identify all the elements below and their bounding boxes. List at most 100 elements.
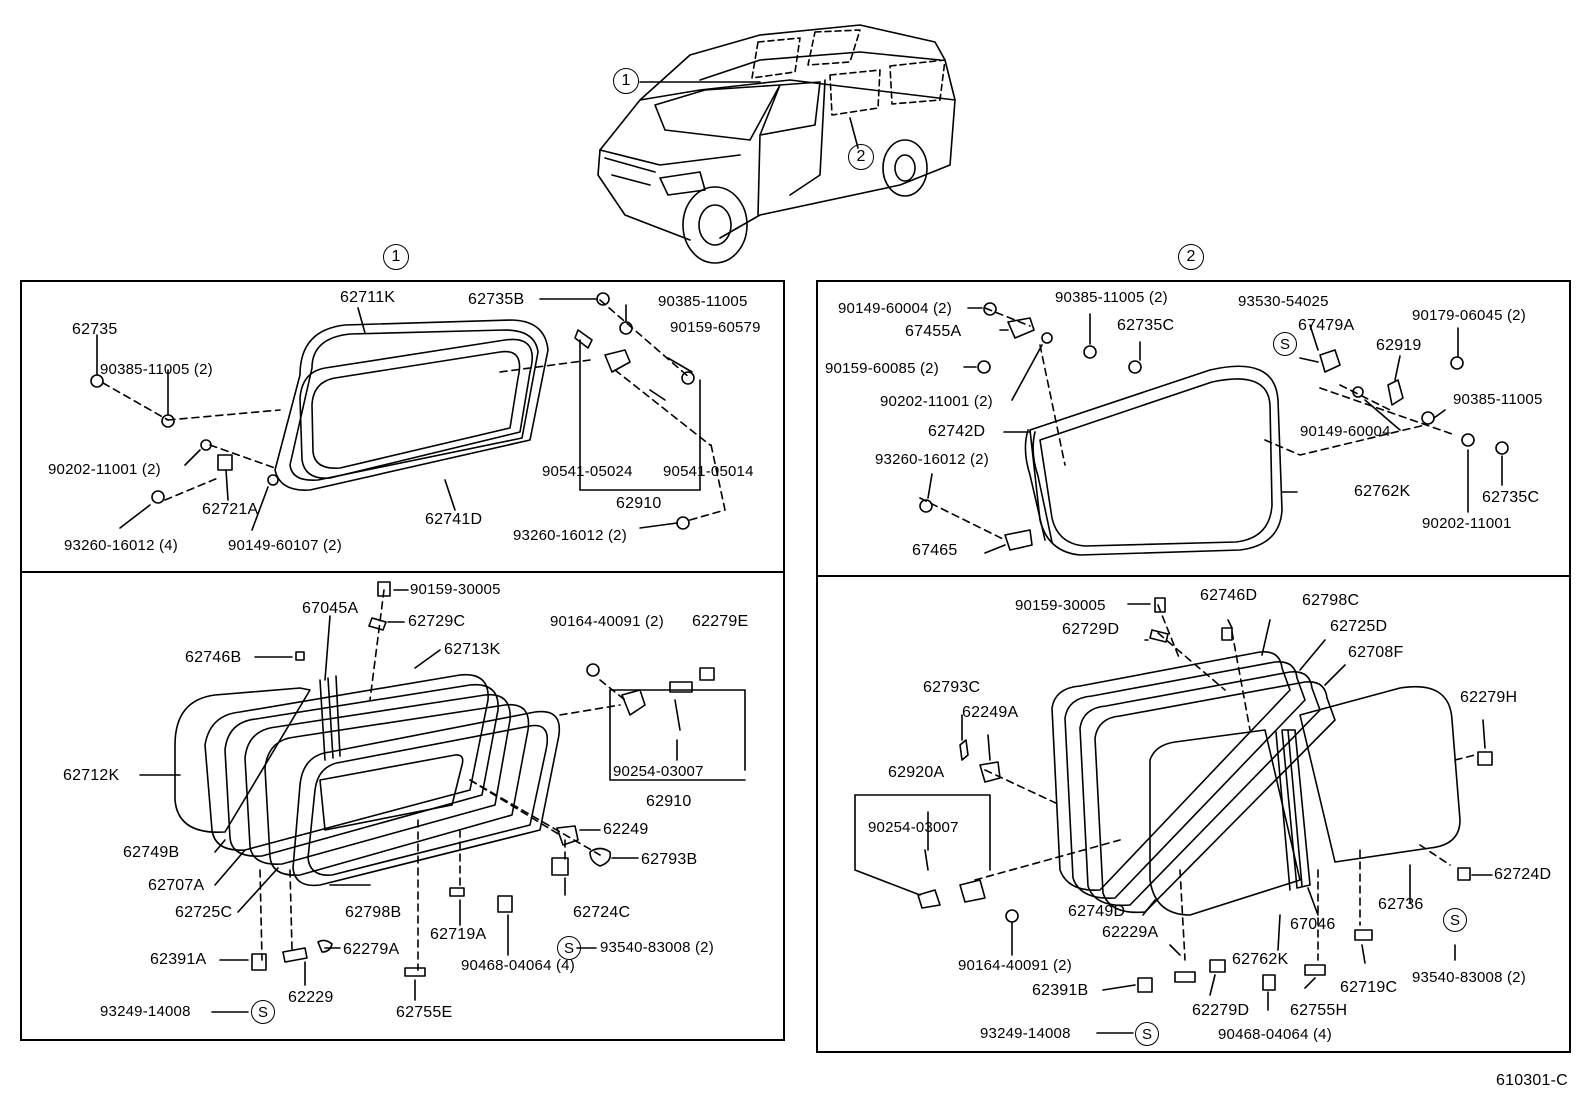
part-62719A[interactable]: 62719A	[430, 926, 487, 943]
part-67465[interactable]: 67465	[912, 542, 958, 559]
part-62279E[interactable]: 62279E	[692, 613, 749, 630]
part-90159-30005-slide[interactable]: 90159-30005	[1015, 597, 1106, 614]
special-symbol-s-93530: S	[1273, 332, 1297, 356]
part-93260-16012-x2[interactable]: 93260-16012 (2)	[513, 527, 627, 544]
part-93540-83008-x2[interactable]: 93540-83008 (2)	[600, 939, 714, 956]
part-62249A[interactable]: 62249A	[962, 704, 1019, 721]
part-62721A[interactable]: 62721A	[202, 501, 259, 518]
panel-slide-glass	[816, 280, 1571, 1053]
part-62729C[interactable]: 62729C	[408, 613, 466, 630]
part-62735C-top[interactable]: 62735C	[1117, 317, 1175, 334]
part-62755H[interactable]: 62755H	[1290, 1002, 1348, 1019]
part-62749D[interactable]: 62749D	[1068, 903, 1126, 920]
part-62707A[interactable]: 62707A	[148, 877, 205, 894]
part-62741D[interactable]: 62741D	[425, 511, 483, 528]
roof-glass-upper-art	[90, 292, 726, 531]
part-62746B[interactable]: 62746B	[185, 649, 242, 666]
part-62736[interactable]: 62736	[1378, 896, 1424, 913]
part-90159-60085-x2[interactable]: 90159-60085 (2)	[825, 360, 939, 377]
slide-glass-lower-art	[854, 597, 1493, 1034]
part-62711K[interactable]: 62711K	[340, 289, 396, 306]
part-62229A[interactable]: 62229A	[1102, 924, 1159, 941]
part-93530-54025[interactable]: 93530-54025	[1238, 293, 1329, 310]
part-67479A[interactable]: 67479A	[1298, 317, 1355, 334]
roof-glass-lower-art	[139, 581, 746, 1013]
panel-roof-glass	[20, 280, 785, 1041]
part-62719C[interactable]: 62719C	[1340, 979, 1398, 996]
part-90164-40091-x2-slide[interactable]: 90164-40091 (2)	[958, 957, 1072, 974]
part-62279D[interactable]: 62279D	[1192, 1002, 1250, 1019]
part-90254-03007-slide[interactable]: 90254-03007	[868, 819, 959, 836]
part-90541-05024[interactable]: 90541-05024	[542, 463, 633, 480]
part-90254-03007[interactable]: 90254-03007	[613, 763, 704, 780]
part-62910-lower[interactable]: 62910	[646, 793, 692, 810]
special-symbol-s-93249-slide: S	[1135, 1022, 1159, 1046]
vehicle-marker-roof: 1	[613, 68, 639, 94]
part-62724D[interactable]: 62724D	[1494, 866, 1552, 883]
part-90159-60579[interactable]: 90159-60579	[670, 319, 761, 336]
part-67455A[interactable]: 67455A	[905, 323, 962, 340]
van-illustration	[597, 24, 956, 264]
part-93260-16012-x4[interactable]: 93260-16012 (4)	[64, 537, 178, 554]
vehicle-marker-slide: 2	[848, 144, 874, 170]
part-67046[interactable]: 67046	[1290, 916, 1336, 933]
panel-roof-divider	[20, 571, 785, 573]
part-62249[interactable]: 62249	[603, 821, 649, 838]
part-90202-11001-slide[interactable]: 90202-11001	[1422, 515, 1512, 532]
slide-glass-upper-art	[919, 302, 1509, 556]
part-90385-11005-x2-slide[interactable]: 90385-11005 (2)	[1055, 289, 1168, 306]
part-62746D[interactable]: 62746D	[1200, 587, 1258, 604]
part-90385-11005-slide[interactable]: 90385-11005	[1453, 391, 1543, 408]
part-90149-60107-x2[interactable]: 90149-60107 (2)	[228, 537, 342, 554]
part-90385-11005-x2[interactable]: 90385-11005 (2)	[100, 361, 213, 378]
panel-slide-divider	[816, 575, 1571, 577]
part-90385-11005[interactable]: 90385-11005	[658, 293, 748, 310]
part-62793C[interactable]: 62793C	[923, 679, 981, 696]
part-62798B[interactable]: 62798B	[345, 904, 402, 921]
part-62742D[interactable]: 62742D	[928, 423, 986, 440]
part-90159-30005[interactable]: 90159-30005	[410, 581, 501, 598]
part-90164-40091-x2[interactable]: 90164-40091 (2)	[550, 613, 664, 630]
part-62920A[interactable]: 62920A	[888, 764, 945, 781]
special-symbol-s-93249: S	[251, 1000, 275, 1024]
part-62391A[interactable]: 62391A	[150, 951, 207, 968]
part-90468-04064-x4-slide[interactable]: 90468-04064 (4)	[1218, 1026, 1332, 1043]
part-62729D[interactable]: 62729D	[1062, 621, 1120, 638]
part-62279H[interactable]: 62279H	[1460, 689, 1518, 706]
part-62762K-lower[interactable]: 62762K	[1232, 951, 1289, 968]
part-62798C[interactable]: 62798C	[1302, 592, 1360, 609]
part-67045A[interactable]: 67045A	[302, 600, 359, 617]
part-62735[interactable]: 62735	[72, 321, 118, 338]
part-62229[interactable]: 62229	[288, 989, 334, 1006]
part-62735C-bottom[interactable]: 62735C	[1482, 489, 1540, 506]
section-marker-roof: 1	[383, 244, 409, 270]
part-62712K[interactable]: 62712K	[63, 767, 120, 784]
part-93249-14008-slide[interactable]: 93249-14008	[980, 1025, 1071, 1042]
part-62708F[interactable]: 62708F	[1348, 644, 1404, 661]
part-62391B[interactable]: 62391B	[1032, 982, 1089, 999]
part-90179-06045-x2[interactable]: 90179-06045 (2)	[1412, 307, 1526, 324]
part-62279A[interactable]: 62279A	[343, 941, 400, 958]
part-90149-60004[interactable]: 90149-60004	[1300, 423, 1391, 440]
part-90202-11001-x2[interactable]: 90202-11001 (2)	[48, 461, 161, 478]
part-93540-83008-x2-slide[interactable]: 93540-83008 (2)	[1412, 969, 1526, 986]
part-90468-04064-x4[interactable]: 90468-04064 (4)	[461, 957, 575, 974]
part-62724C[interactable]: 62724C	[573, 904, 631, 921]
part-90149-60004-x2[interactable]: 90149-60004 (2)	[838, 300, 952, 317]
part-62713K[interactable]: 62713K	[444, 641, 501, 658]
part-93249-14008[interactable]: 93249-14008	[100, 1003, 191, 1020]
part-62725D[interactable]: 62725D	[1330, 618, 1388, 635]
section-marker-slide: 2	[1178, 244, 1204, 270]
part-62725C[interactable]: 62725C	[175, 904, 233, 921]
part-93260-16012-x2-slide[interactable]: 93260-16012 (2)	[875, 451, 989, 468]
part-90202-11001-x2-slide[interactable]: 90202-11001 (2)	[880, 393, 993, 410]
part-62919[interactable]: 62919	[1376, 337, 1422, 354]
part-62793B[interactable]: 62793B	[641, 851, 698, 868]
part-62735B[interactable]: 62735B	[468, 291, 525, 308]
part-62755E[interactable]: 62755E	[396, 1004, 453, 1021]
part-90541-05014[interactable]: 90541-05014	[663, 463, 754, 480]
part-62762K-upper[interactable]: 62762K	[1354, 483, 1411, 500]
part-62749B[interactable]: 62749B	[123, 844, 180, 861]
part-62910-upper[interactable]: 62910	[616, 495, 662, 512]
